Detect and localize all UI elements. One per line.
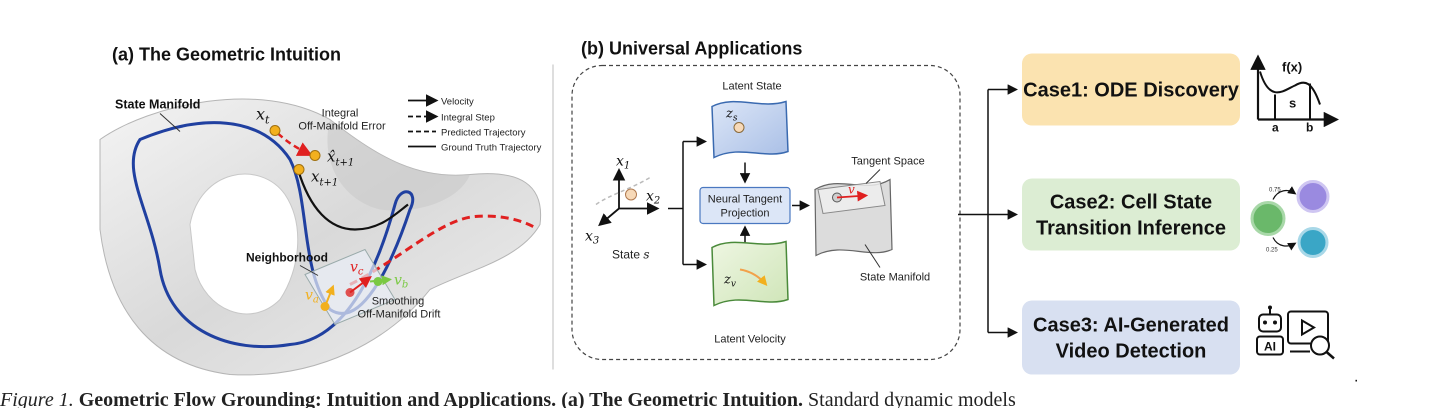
pointer-state-manifold-b (864, 244, 881, 268)
pointer-neighborhood (299, 265, 319, 276)
legend: Velocity Integral Step Predicted Traject… (408, 94, 542, 154)
case-1: Case1: ODE Discovery (1022, 53, 1240, 126)
ode-a: a (1272, 121, 1279, 135)
case-2: Case2: Cell State Transition Inference (1022, 178, 1240, 251)
ode-s: s (1289, 96, 1296, 111)
arrow-va (324, 284, 335, 307)
case-3-line1: Case3: AI-Generated (1033, 315, 1229, 337)
label-vb: vb (394, 273, 408, 291)
label-integral: Integral (322, 108, 359, 120)
point-xnext (293, 164, 305, 175)
pointer-state-manifold (159, 113, 181, 132)
latent-state-point (733, 122, 745, 133)
ntp-line2: Projection (721, 208, 770, 220)
legend-predicted: Predicted Trajectory (441, 128, 526, 139)
label-off-manifold-drift: Off-Manifold Drift (358, 309, 441, 321)
label-zs: zs (725, 107, 738, 124)
cell-target-teal-icon (1297, 227, 1329, 258)
ntp-line1: Neural Tangent (708, 194, 782, 206)
label-neighborhood: Neighborhood (246, 251, 328, 265)
label-zv: zv (723, 273, 736, 290)
panel-b-dashed-box (571, 64, 961, 361)
label-v: v (848, 183, 855, 197)
label-xt: xt (256, 105, 270, 127)
label-vc: vc (350, 260, 364, 278)
cell-target-purple-icon (1296, 180, 1330, 213)
ode-fx: f(x) (1282, 60, 1302, 75)
tangent-plane (817, 180, 886, 215)
arrow-vb (369, 275, 392, 286)
case-3-box (1022, 300, 1240, 375)
label-x3: x3 (585, 229, 599, 247)
figure-caption: Figure 1. Geometric Flow Grounding: Intu… (0, 389, 1444, 408)
cell-source-icon (1250, 201, 1286, 236)
case-2-line2: Transition Inference (1036, 218, 1226, 240)
label-state-s: State s (612, 248, 650, 262)
case-1-label: Case1: ODE Discovery (1023, 80, 1240, 102)
label-latent-velocity: Latent Velocity (714, 334, 786, 346)
caption-rest: Standard dynamic models (808, 389, 1016, 408)
label-state-manifold: State Manifold (115, 98, 200, 112)
state-curve (595, 176, 651, 206)
label-va: va (305, 288, 319, 306)
state-axes (595, 167, 660, 227)
predicted-trajectory (277, 132, 313, 156)
ai-badge-text: AI (1264, 340, 1276, 354)
latent-velocity-stroke (739, 268, 768, 287)
caption-fig-label: Figure 1. (0, 389, 74, 408)
ntp-box (699, 186, 791, 225)
tangent-vector (836, 190, 869, 202)
manifold-hole (189, 173, 299, 315)
ai-video-icon: AI (1256, 305, 1335, 360)
arrow-vc (349, 276, 372, 294)
point-xt (269, 125, 281, 136)
stray-period: . (1354, 369, 1358, 386)
label-x1: x1 (616, 154, 630, 172)
cell-prob-2: 0.25 (1266, 248, 1278, 254)
legend-ground-truth: Ground Truth Trajectory (441, 143, 542, 154)
label-off-manifold-error: Off-Manifold Error (298, 121, 386, 133)
ode-integral-icon: f(x) s a b (1250, 54, 1340, 135)
panel-a-title: (a) The Geometric Intuition (112, 45, 341, 65)
point-xhat (309, 150, 321, 161)
case-3-line2: Video Detection (1056, 341, 1207, 363)
panel-b-title: (b) Universal Applications (581, 39, 802, 59)
label-x2: x2 (646, 189, 660, 207)
ground-truth-segment (296, 169, 409, 231)
video-frame-icon (1287, 310, 1329, 345)
caption-bold-title: Geometric Flow Grounding: Intuition and … (78, 389, 557, 408)
play-icon (1301, 318, 1316, 337)
case-2-line1: Case2: Cell State (1050, 192, 1212, 214)
robot-head-icon (1258, 313, 1282, 333)
magnifier-icon (1310, 335, 1330, 356)
state-manifold-surface (99, 98, 542, 376)
predicted-drift (349, 214, 536, 286)
case-2-box (1022, 178, 1240, 251)
case-1-box (1022, 53, 1240, 126)
caption-part-a: (a) The Geometric Intuition. (561, 389, 804, 408)
cell-prob-1: 0.75 (1269, 188, 1281, 194)
axis-x3 (598, 207, 620, 227)
label-latent-state: Latent State (722, 81, 781, 93)
label-smoothing: Smoothing (372, 296, 425, 308)
latent-state-sheet (711, 100, 789, 159)
ai-badge-icon (1256, 335, 1284, 356)
label-tangent-space: Tangent Space (851, 156, 924, 168)
case-3: Case3: AI-Generated Video Detection (1022, 300, 1240, 375)
state-point (625, 188, 637, 201)
ode-b: b (1306, 121, 1313, 135)
pointer-tangent-space (865, 169, 881, 184)
label-state-manifold-b: State Manifold (860, 272, 930, 284)
legend-velocity: Velocity (441, 97, 474, 108)
ground-truth-curve (131, 121, 415, 349)
cell-transition-icon: 0.75 0.25 (1250, 180, 1330, 258)
legend-integral-step: Integral Step (441, 113, 495, 124)
manifold-shading (327, 119, 470, 211)
